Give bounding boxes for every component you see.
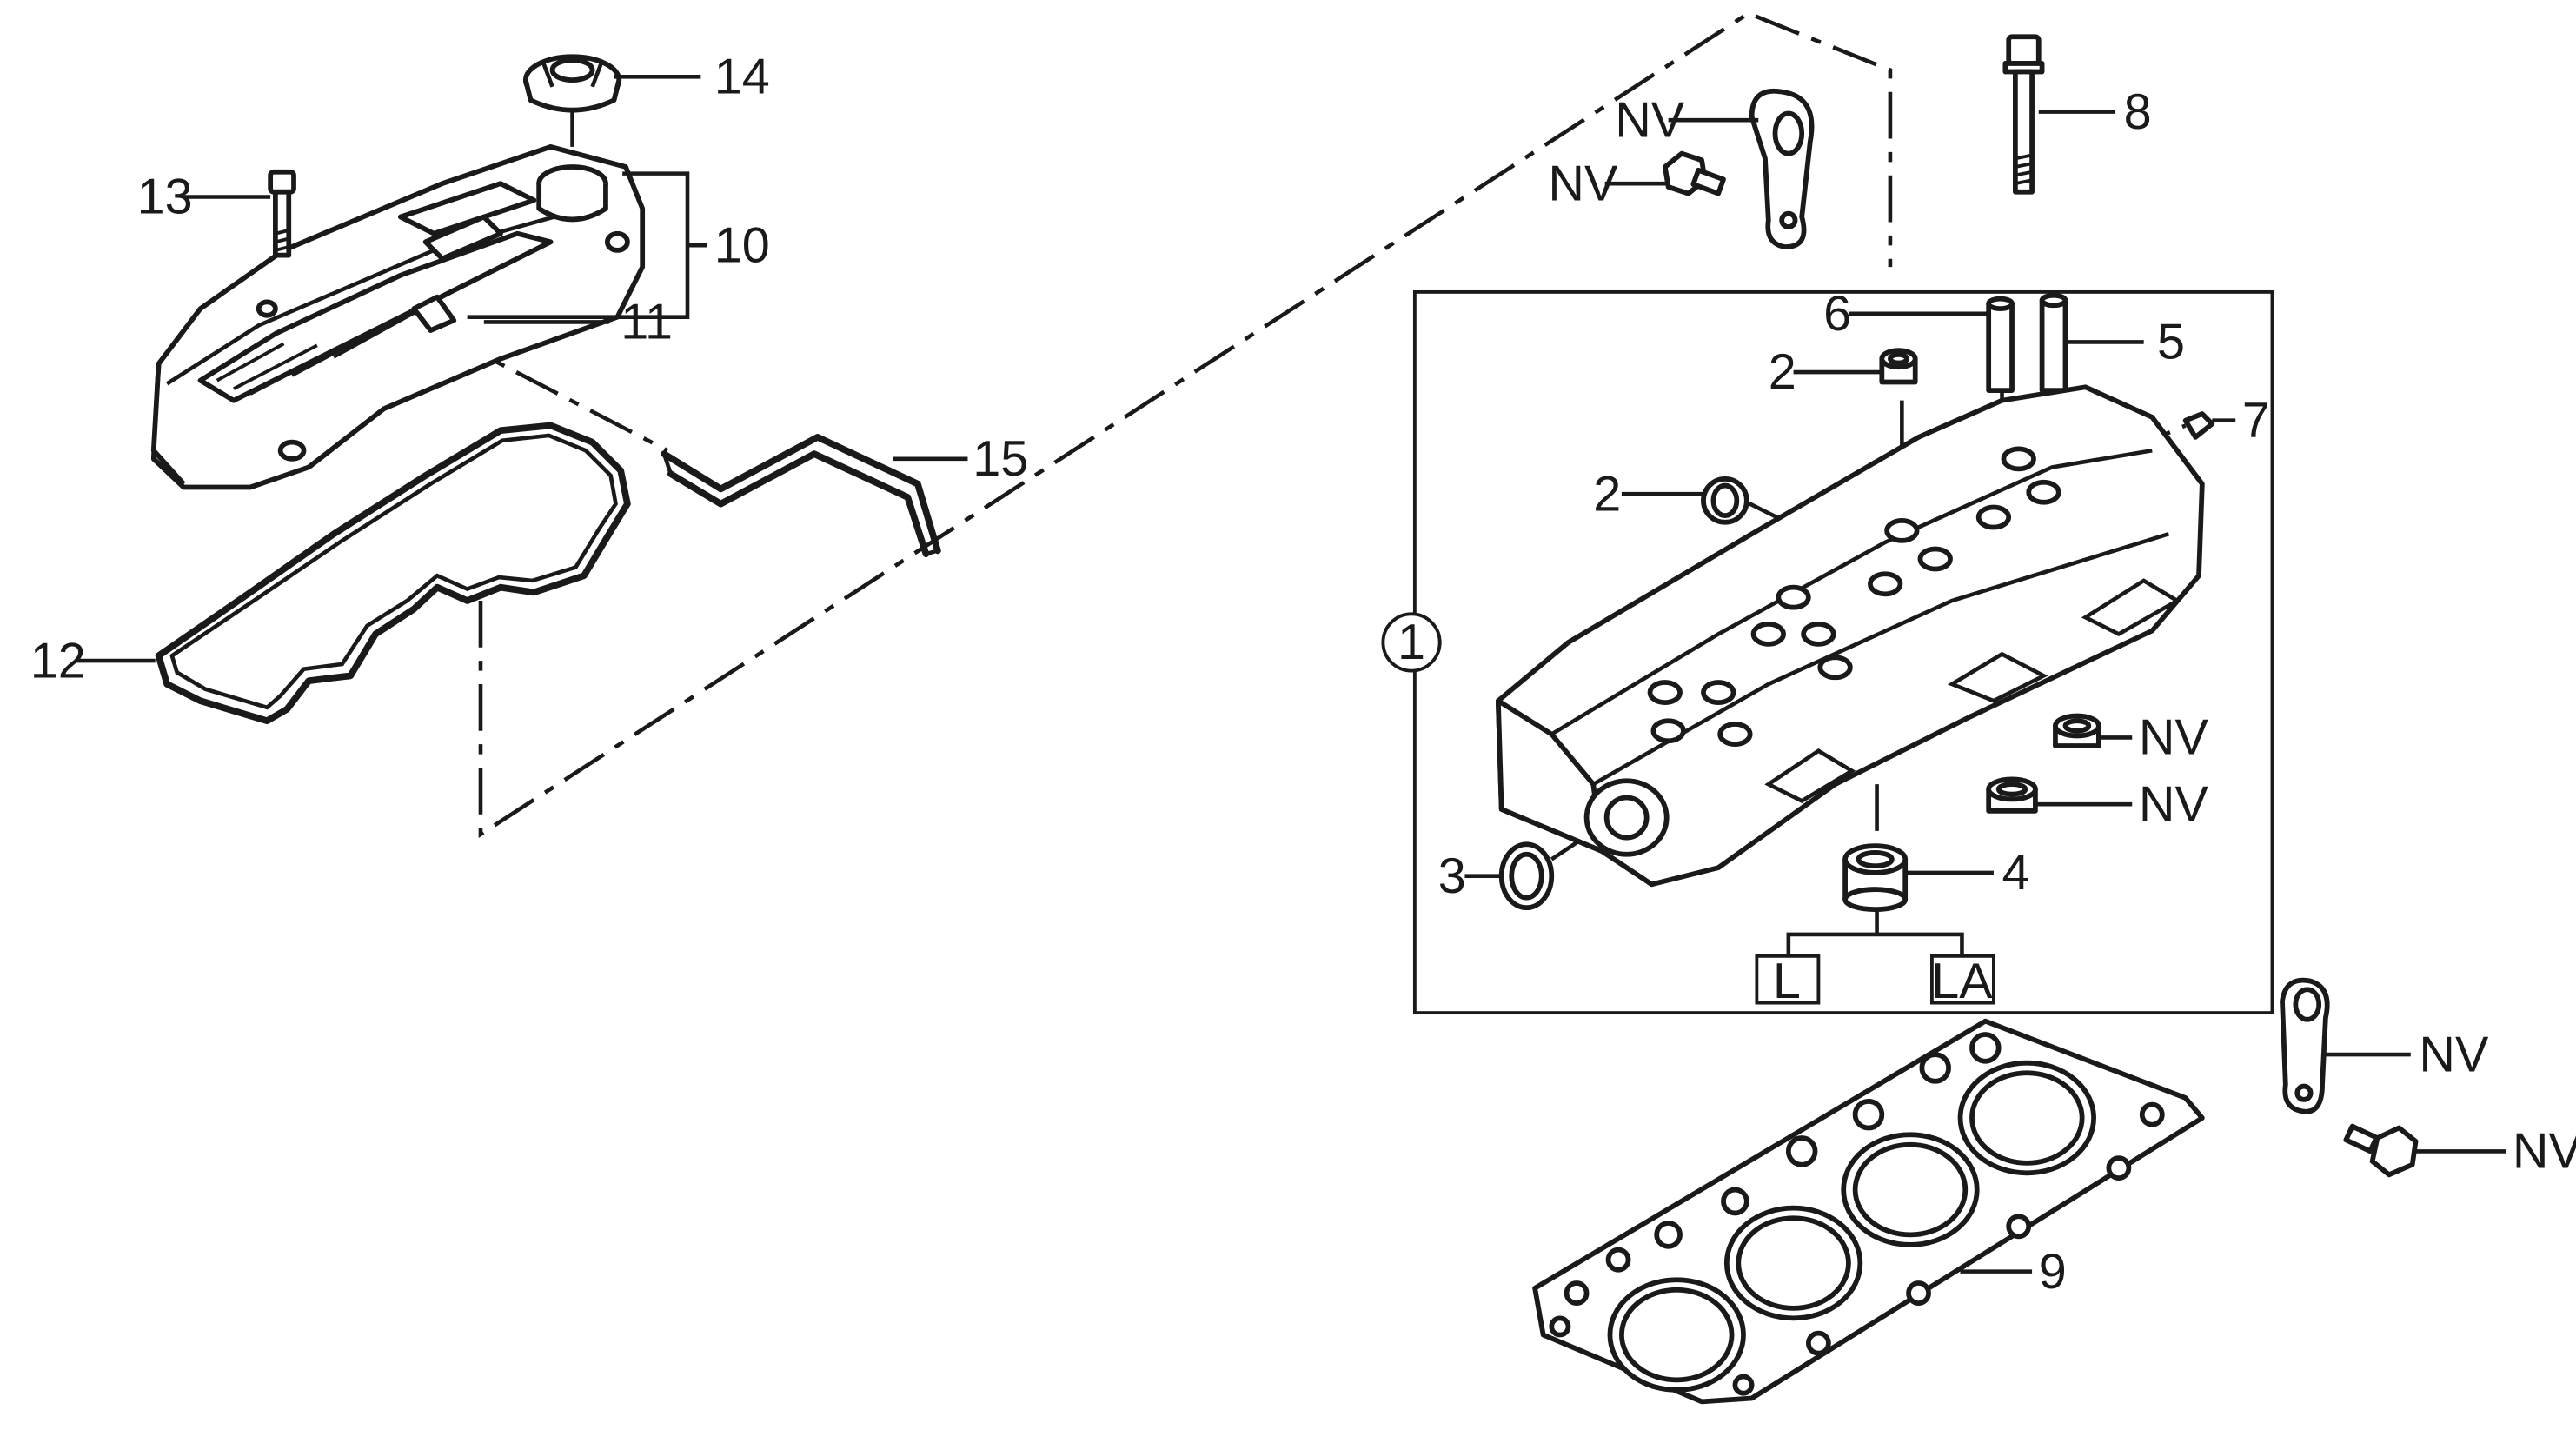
head-bolt bbox=[2002, 34, 2045, 195]
variant-label-la: LA bbox=[1931, 954, 1993, 1009]
leader-lines bbox=[75, 74, 2506, 1274]
valve-guides bbox=[1986, 292, 2068, 394]
head-gasket bbox=[1532, 1018, 2205, 1405]
seat-insert-1 bbox=[2053, 713, 2101, 748]
callout-13: 13 bbox=[137, 170, 193, 225]
lifting-eye-bolt-top bbox=[1662, 150, 1726, 196]
lifting-eye-bolt-bottom bbox=[2343, 1123, 2419, 1178]
callout-3: 3 bbox=[1438, 848, 1466, 904]
callout-1: 1 bbox=[1398, 615, 1425, 670]
callout-10: 10 bbox=[714, 217, 770, 273]
callout-nv-5: NV bbox=[2419, 1027, 2489, 1082]
callout-5: 5 bbox=[2157, 315, 2185, 370]
callout-labels: 1 14 13 10 11 12 15 NV NV 8 6 5 2 7 2 NV… bbox=[30, 49, 2576, 1299]
callout-9: 9 bbox=[2039, 1244, 2067, 1300]
callout-8: 8 bbox=[2124, 84, 2152, 140]
callout-nv-4: NV bbox=[2139, 776, 2209, 832]
stem-seal-lower bbox=[1701, 476, 1749, 525]
lifting-eye-top bbox=[1749, 88, 1815, 249]
seat-insert-2 bbox=[1986, 776, 2038, 814]
stem-seal-upper bbox=[1879, 348, 1918, 385]
callout-14: 14 bbox=[714, 49, 770, 104]
callout-4: 4 bbox=[2002, 845, 2030, 901]
variant-tree bbox=[1755, 909, 1995, 1005]
callout-6: 6 bbox=[1823, 286, 1851, 342]
injector-sleeve bbox=[1842, 843, 1909, 912]
callout-11: 11 bbox=[621, 295, 673, 350]
lifting-eye-bottom bbox=[2280, 977, 2330, 1114]
breather-hose bbox=[661, 434, 941, 558]
callout-nv-2: NV bbox=[1548, 156, 1618, 211]
oil-filler-cap bbox=[522, 54, 622, 113]
callout-nv-1: NV bbox=[1615, 92, 1685, 148]
callout-nv-6: NV bbox=[2513, 1124, 2576, 1180]
callout-15: 15 bbox=[973, 431, 1028, 487]
callout-2b: 2 bbox=[1593, 466, 1621, 522]
assembly-callout-circle bbox=[1381, 612, 1442, 673]
expansion-plug bbox=[1498, 841, 1555, 911]
variant-label-l: L bbox=[1773, 954, 1801, 1009]
plug bbox=[2182, 411, 2215, 440]
valve-ports bbox=[1647, 446, 2061, 747]
cover-gasket bbox=[155, 422, 631, 725]
valve-cover bbox=[150, 144, 646, 490]
cylinder-head bbox=[1495, 384, 2205, 888]
callout-7: 7 bbox=[2242, 393, 2270, 449]
callout-12: 12 bbox=[30, 633, 86, 688]
variant-box-l bbox=[1755, 954, 1821, 1005]
callout-2a: 2 bbox=[1769, 344, 1796, 400]
callout-nv-3: NV bbox=[2139, 710, 2209, 766]
cover-bolt bbox=[268, 169, 296, 258]
gasket-holes bbox=[1549, 1032, 2165, 1396]
variant-box-la bbox=[1929, 954, 1995, 1005]
